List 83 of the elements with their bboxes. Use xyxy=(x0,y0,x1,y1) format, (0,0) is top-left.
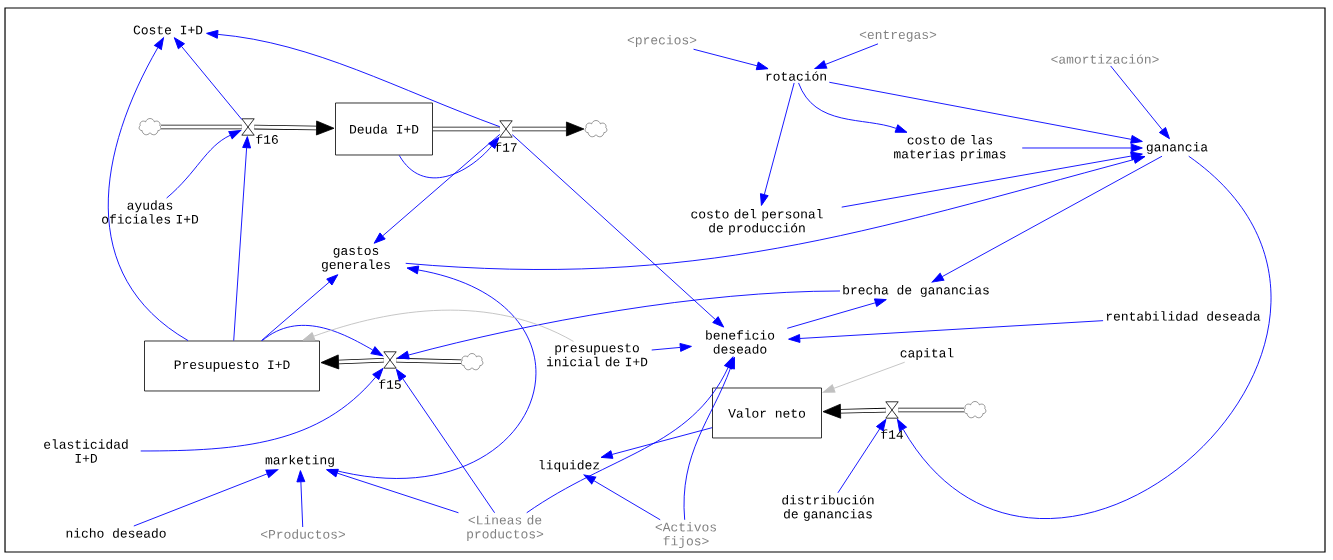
causal-arrow xyxy=(760,82,795,206)
node-label: f17 xyxy=(495,142,517,152)
causal-arrow xyxy=(173,37,243,120)
shadow-variable-label: <Lineas de productos> xyxy=(467,514,544,541)
variable-label: beneficio deseado xyxy=(706,330,775,354)
causal-arrow xyxy=(233,136,252,342)
variable-label: ganancia xyxy=(1146,141,1208,155)
causal-arrow xyxy=(798,82,908,133)
stock-box: Valor neto xyxy=(712,387,822,439)
variable-label: brecha de ganancias xyxy=(843,284,989,298)
variable-label: costo de las materias primas xyxy=(894,134,1006,161)
causal-arrow xyxy=(583,474,661,521)
flow-pipe xyxy=(396,357,462,364)
cloud-symbol xyxy=(963,401,987,418)
variable-label: rentabilidad deseada xyxy=(1106,311,1261,321)
shadow-variable-label: <amortización> xyxy=(1051,54,1159,64)
variable-label: ayudas oficiales I+D xyxy=(102,200,199,224)
causal-arrow xyxy=(398,137,500,179)
flow-pipe xyxy=(822,403,886,419)
flow-valve: f15 xyxy=(379,351,401,389)
cloud-symbol xyxy=(584,120,608,137)
variable-label: rotación xyxy=(766,71,826,81)
variable-label: capital xyxy=(900,347,954,360)
variable-label: Coste I+D xyxy=(133,25,203,35)
causal-arrow xyxy=(206,29,501,128)
causal-arrow xyxy=(600,427,713,459)
causal-arrow xyxy=(107,37,189,342)
causal-arrow xyxy=(786,298,887,329)
causal-arrow xyxy=(140,368,384,452)
causal-arrow xyxy=(828,81,1143,144)
variable-label: liquidez xyxy=(539,459,600,472)
variable-label: distribución de ganancias xyxy=(782,494,874,521)
flow-pipe xyxy=(320,354,384,370)
causal-arrow xyxy=(651,343,692,352)
variable-label: gastos generales xyxy=(321,246,390,272)
causal-arrow xyxy=(296,470,306,528)
causal-arrow xyxy=(405,155,1146,270)
causal-arrow xyxy=(841,151,1143,208)
flow-valve: f16 xyxy=(241,118,278,144)
causal-arrow xyxy=(302,309,574,342)
causal-arrow xyxy=(1110,65,1170,140)
causal-arrow xyxy=(133,469,279,527)
variable-label: marketing xyxy=(265,454,334,467)
variable-label: costo del personal de producción xyxy=(691,208,823,235)
causal-arrow xyxy=(373,133,501,244)
stock-box: Presupuesto I+D xyxy=(144,340,320,392)
causal-arrow xyxy=(693,48,769,71)
causal-arrow xyxy=(261,274,339,342)
node-label: f16 xyxy=(256,134,278,144)
causal-arrow xyxy=(896,155,1272,520)
stock-box: Deuda I+D xyxy=(335,102,433,156)
node-label: f14 xyxy=(881,429,903,439)
flow-valve: f17 xyxy=(495,120,517,152)
variable-label: elasticidad I+D xyxy=(44,439,128,463)
causal-arrow xyxy=(788,320,1104,343)
flow-pipe xyxy=(432,126,500,132)
causal-arrow xyxy=(822,361,906,393)
flow-pipe xyxy=(898,407,965,413)
causal-arrow xyxy=(397,290,841,360)
causal-arrow xyxy=(683,356,735,521)
shadow-variable-label: <Productos> xyxy=(261,529,345,539)
causal-arrow xyxy=(166,130,241,199)
variable-label: presupuesto inicial de I+D xyxy=(546,343,648,367)
causal-arrow xyxy=(526,356,734,514)
flow-pipe xyxy=(161,124,242,130)
variable-label: nicho deseado xyxy=(66,528,166,538)
causal-arrow xyxy=(511,134,725,328)
causal-arrow xyxy=(814,43,879,69)
flow-valve: f14 xyxy=(881,401,903,439)
causal-arrow xyxy=(837,418,887,494)
shadow-variable-label: <Activos fijos> xyxy=(655,521,716,548)
causal-arrow xyxy=(326,468,459,514)
flow-pipe xyxy=(254,120,335,136)
causal-arrow xyxy=(261,324,384,357)
shadow-variable-label: <precios> xyxy=(627,34,697,48)
causal-arrow xyxy=(1021,143,1143,153)
node-label: f15 xyxy=(379,379,401,389)
flow-pipe xyxy=(512,121,585,137)
causal-arrow xyxy=(395,368,496,514)
cloud-symbol xyxy=(460,353,484,370)
causal-arrow xyxy=(931,155,1163,283)
cloud-symbol xyxy=(138,118,162,135)
shadow-variable-label: <entregas> xyxy=(859,30,937,42)
